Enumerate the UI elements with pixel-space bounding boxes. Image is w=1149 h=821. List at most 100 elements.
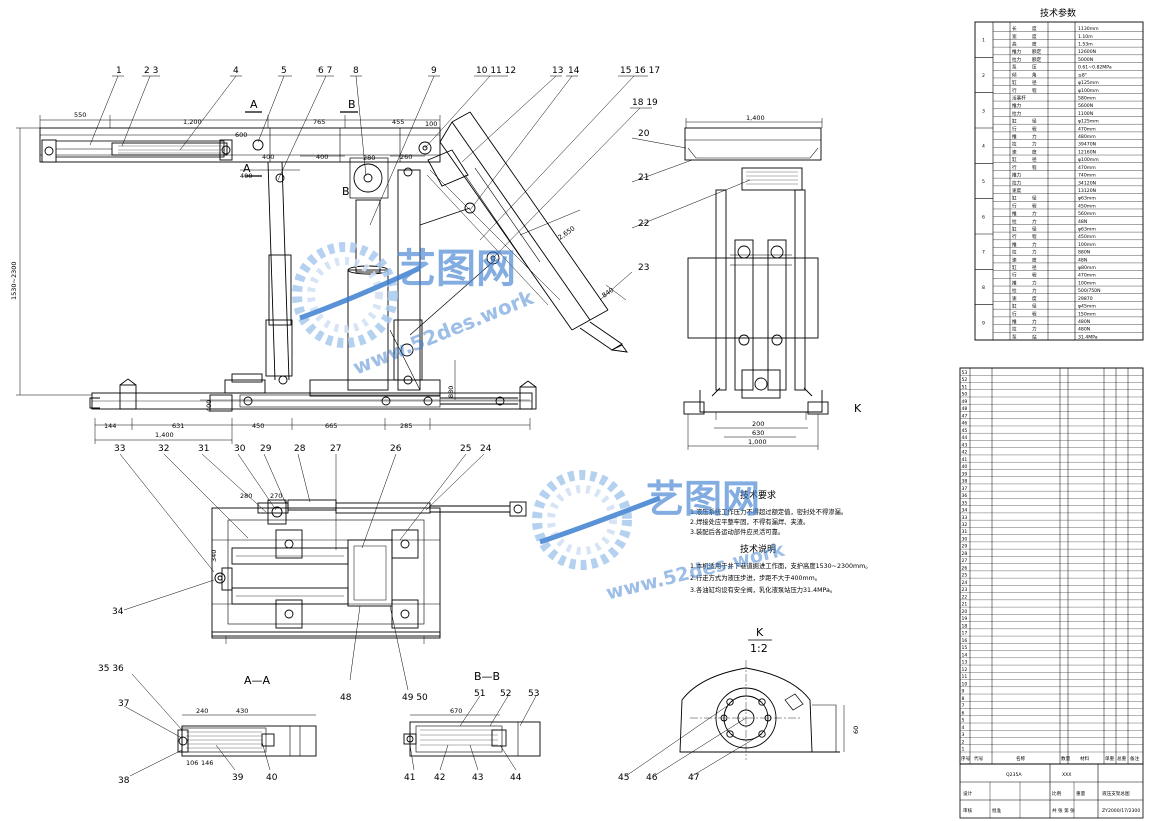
bom-item-number: 51 <box>962 384 968 390</box>
balloon-label: 39 <box>232 773 244 783</box>
parameter-cell: φ100mm <box>1078 157 1099 163</box>
balloon-label: 33 <box>114 444 125 454</box>
parameter-cell: 缸 <box>1012 264 1017 271</box>
parameter-cell: 程 <box>1032 310 1037 317</box>
svg-text:144: 144 <box>104 422 116 430</box>
parameter-cell: 12600N <box>1078 49 1096 55</box>
svg-text:重量: 重量 <box>1076 790 1086 797</box>
parameter-cell: 压 <box>1032 65 1037 71</box>
parameter-cell: 1.10m <box>1078 34 1093 40</box>
section-markers: A A B B K <box>243 98 862 415</box>
section-a-a-text: A—A 240 430 106 146 <box>186 674 271 767</box>
svg-text:2.行走方式为液压步进，步距不大于400mm。: 2.行走方式为液压步进，步距不大于400mm。 <box>690 573 821 582</box>
bom-table: 5352515049484746454443424140393837363534… <box>959 367 1144 765</box>
parameter-cell: 推 <box>1012 133 1017 140</box>
title-block-text: XXX 液压支架总图 ZY2000/17/2300 比例 重量 共 张 第 张 … <box>963 772 1140 814</box>
parameter-cell: 站 <box>1032 333 1037 340</box>
balloon-label: 43 <box>472 773 483 783</box>
svg-text:XXX: XXX <box>1062 772 1071 778</box>
technical-notes: 技术要求 1.液压系统工作压力不得超过额定值，密封处不得渗漏。 2.焊接处应平整… <box>690 489 872 594</box>
parameter-cell: 力 <box>1032 249 1037 256</box>
svg-text:技术说明: 技术说明 <box>740 543 776 555</box>
balloon-label: 45 <box>618 773 629 783</box>
parameter-cell: 径 <box>1032 225 1037 232</box>
svg-text:备注: 备注 <box>1130 755 1140 762</box>
svg-text:技术要求: 技术要求 <box>740 489 776 501</box>
parameter-cell: 速度 <box>1012 187 1022 194</box>
parameter-cell: 推 <box>1012 318 1017 325</box>
parameter-cell: φ125mm <box>1078 119 1099 125</box>
balloon-label: 21 <box>638 173 649 183</box>
parameter-cell: 高 <box>1012 41 1017 48</box>
parameter-cell: 880N <box>1078 250 1090 256</box>
balloon-label: 32 <box>158 444 169 454</box>
svg-text:B: B <box>342 185 350 198</box>
parameter-cell: 程 <box>1032 125 1037 132</box>
svg-text:1,000: 1,000 <box>748 438 767 446</box>
parameter-cell: 程 <box>1032 272 1037 279</box>
balloon-label: 5 <box>281 66 287 76</box>
svg-text:1530~2300: 1530~2300 <box>10 261 18 300</box>
parameter-cell: 500/750N <box>1078 288 1101 294</box>
svg-text:340: 340 <box>210 550 218 562</box>
parameter-cell: 度 <box>1032 148 1037 155</box>
plan-view <box>211 499 527 644</box>
bom-item-number: 48 <box>962 406 968 412</box>
balloon-label: 46 <box>646 773 658 783</box>
svg-text:60: 60 <box>852 726 860 734</box>
parameter-cell: 560mm <box>1078 211 1096 217</box>
front-elevation-dimensions <box>16 115 627 444</box>
parameter-cell: 缸 <box>1012 118 1017 125</box>
parameter-cell: 额定 <box>1032 48 1042 55</box>
parameter-cell: 470mm <box>1078 126 1096 132</box>
balloon-label: 2 3 <box>144 66 158 76</box>
svg-text:765: 765 <box>313 118 325 126</box>
bom-item-number: 1 <box>962 747 965 753</box>
parameter-cell: 1.53m <box>1078 42 1093 48</box>
svg-text:总重: 总重 <box>1117 755 1127 762</box>
bom-item-number: 22 <box>962 594 968 600</box>
balloon-label: 38 <box>118 776 130 786</box>
svg-text:285: 285 <box>400 422 412 430</box>
parameter-cell: 行 <box>1012 233 1017 240</box>
parameter-cell: 径 <box>1032 303 1037 310</box>
parameter-cell: 缸 <box>1012 225 1017 232</box>
svg-text:共 张 第 张: 共 张 第 张 <box>1052 807 1075 814</box>
parameter-cell: 470mm <box>1078 165 1096 171</box>
parameter-cell: 31.4MPa <box>1078 334 1098 340</box>
parameter-cell: 1100N <box>1078 111 1093 117</box>
parameter-cell: 径 <box>1032 156 1037 163</box>
bom-item-number: 25 <box>962 573 968 579</box>
parameter-cell: 力 <box>1032 210 1037 217</box>
bom-item-number: 41 <box>962 457 968 463</box>
parameter-cell: 径 <box>1032 195 1037 202</box>
parameter-cell: 力 <box>1032 141 1037 148</box>
bom-item-number: 35 <box>962 500 968 506</box>
svg-text:400: 400 <box>205 400 213 412</box>
bom-item-number: 45 <box>962 428 968 434</box>
bom-item-number: 30 <box>962 536 968 542</box>
bom-item-number: 8 <box>962 696 965 702</box>
parameter-cell: φ100mm <box>1078 88 1099 94</box>
svg-text:630: 630 <box>752 429 764 437</box>
parameter-section-number: 6 <box>982 214 985 220</box>
svg-text:106: 106 <box>186 759 198 767</box>
svg-text:批准: 批准 <box>992 807 1002 814</box>
bom-item-number: 31 <box>962 529 968 535</box>
svg-text:K: K <box>854 402 862 415</box>
svg-text:400: 400 <box>262 153 274 161</box>
svg-text:670: 670 <box>450 707 462 715</box>
parameter-section-number: 3 <box>982 108 985 114</box>
svg-text:序号: 序号 <box>961 755 971 762</box>
balloon-label: 44 <box>510 773 522 783</box>
parameter-cell: 缸 <box>1012 303 1017 310</box>
bom-item-number: 27 <box>962 558 968 564</box>
parameter-cell: 度 <box>1032 25 1037 32</box>
balloon-label: 27 <box>330 444 341 454</box>
balloon-leaders <box>89 75 763 777</box>
parameter-cell: 额定 <box>1032 56 1042 63</box>
parameter-cell: 推力 <box>1012 102 1022 109</box>
svg-text:1,200: 1,200 <box>183 118 202 126</box>
